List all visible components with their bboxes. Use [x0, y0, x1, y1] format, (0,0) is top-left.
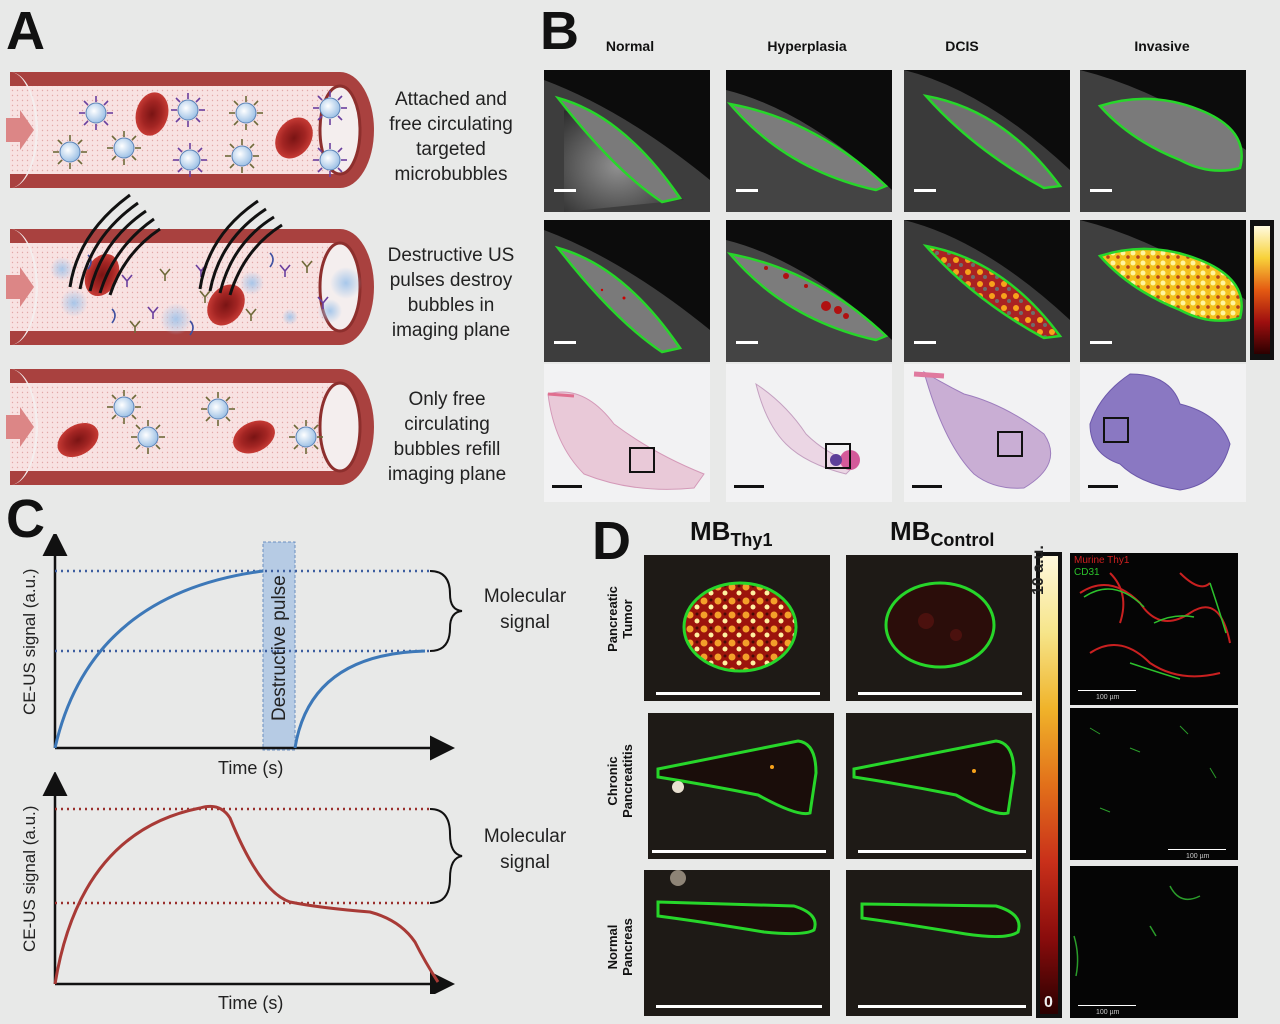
d-pancreatitis-thy1 [648, 713, 834, 859]
d-normal-control [846, 870, 1032, 1016]
us-molecular-normal [544, 220, 710, 362]
d-tumor-control [846, 555, 1032, 701]
col-dcis: DCIS [945, 38, 979, 54]
us-bmode-dcis [904, 70, 1070, 212]
if-legend-thy1: Murine Thy1 [1074, 555, 1130, 566]
us-molecular-invasive [1080, 220, 1246, 362]
panel-letter-a: A [6, 1, 45, 61]
histology-dcis [904, 364, 1070, 502]
colorbar-b [1250, 220, 1274, 360]
c-bottom-ylabel: CE-US signal (a.u.) [20, 805, 39, 952]
if-legend-cd31: CD31 [1074, 567, 1100, 578]
if-scalebar-3: 100 µm [1096, 1009, 1120, 1016]
vessel-refill [6, 369, 374, 485]
if-normal: 100 µm [1070, 866, 1238, 1018]
col-hyperplasia: Hyperplasia [767, 38, 847, 54]
d-normal-thy1 [644, 870, 830, 1016]
us-bmode-hyperplasia [726, 70, 892, 212]
panel-letter-d: D [592, 511, 631, 571]
colorbar-d-max: 10 a.u. [1030, 545, 1047, 595]
histology-invasive [1080, 364, 1246, 502]
header-mb-control: MBControl [890, 516, 995, 550]
c-bottom-xlabel: Time (s) [218, 993, 284, 1013]
c-top-xlabel: Time (s) [218, 758, 284, 778]
d-tumor-thy1 [644, 555, 830, 701]
us-bmode-normal [544, 70, 710, 212]
c-top-pulse-label: Destructive pulse [269, 575, 290, 721]
vessel-attached [6, 72, 374, 188]
header-mb-thy1: MBThy1 [690, 516, 773, 550]
col-normal: Normal [605, 38, 655, 54]
colorbar-d-min: 0 [1044, 994, 1053, 1011]
if-scalebar-2: 100 µm [1186, 853, 1210, 860]
colorbar-d [1036, 552, 1062, 1018]
us-bmode-invasive [1080, 70, 1246, 212]
histology-normal [544, 364, 710, 502]
d-pancreatitis-control [846, 713, 1032, 859]
us-molecular-hyperplasia [726, 220, 892, 362]
if-scalebar-1: 100 µm [1096, 694, 1120, 701]
col-invasive: Invasive [1134, 38, 1190, 54]
chart-c-top [42, 534, 463, 761]
c-top-ylabel: CE-US signal (a.u.) [20, 568, 39, 715]
histology-hyperplasia [726, 364, 892, 502]
chart-c-bottom [42, 772, 463, 994]
panel-letter-c: C [6, 489, 45, 549]
if-tumor: Murine Thy1 CD31 100 µm [1070, 553, 1238, 705]
us-molecular-dcis [904, 220, 1070, 362]
if-pancreatitis: 100 µm [1070, 708, 1238, 860]
vessel-diagrams [6, 72, 374, 485]
panel-letter-b: B [540, 1, 579, 61]
vessel-destructive [6, 193, 374, 345]
